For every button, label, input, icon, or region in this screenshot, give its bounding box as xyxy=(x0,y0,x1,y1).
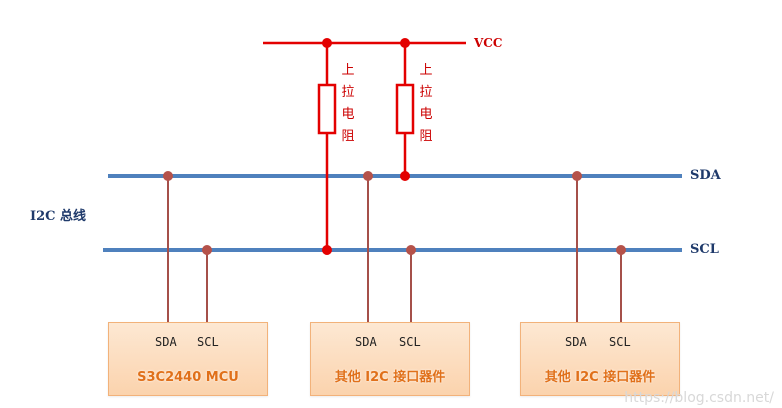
device-name: 其他 I2C 接口器件 xyxy=(544,370,656,385)
i2c-bus-label: I2C 总线 xyxy=(30,209,86,224)
caption-char: 上 xyxy=(341,63,355,78)
vcc-junction-dot xyxy=(322,38,332,48)
caption-char: 拉 xyxy=(341,85,355,100)
device-other-2: SDA SCL 其他 I2C 接口器件 xyxy=(520,322,680,396)
pin-sda-label: SDA xyxy=(155,335,177,349)
vcc-junction-dot xyxy=(400,38,410,48)
pin-sda-label: SDA xyxy=(355,335,377,349)
tap-dot xyxy=(572,171,582,181)
caption-char: 阻 xyxy=(419,129,433,144)
caption-char: 拉 xyxy=(419,85,433,100)
tap-dot xyxy=(406,245,416,255)
tap-dot xyxy=(363,171,373,181)
device-other-1: SDA SCL 其他 I2C 接口器件 xyxy=(310,322,470,396)
watermark: https://blog.csdn.net/ xyxy=(624,390,774,406)
pullup-2-resistor xyxy=(395,83,415,135)
pullup-junction-dot xyxy=(400,171,410,181)
pin-scl-label: SCL xyxy=(399,335,421,349)
tap-dot xyxy=(616,245,626,255)
caption-char: 上 xyxy=(419,63,433,78)
pin-sda-label: SDA xyxy=(565,335,587,349)
pin-scl-label: SCL xyxy=(197,335,219,349)
sda-label: SDA xyxy=(690,168,721,183)
vcc-label: VCC xyxy=(474,36,503,50)
scl-label: SCL xyxy=(690,242,719,257)
device-mcu: SDA SCL S3C2440 MCU xyxy=(108,322,268,396)
pin-scl-label: SCL xyxy=(609,335,631,349)
pullup-junction-dot xyxy=(322,245,332,255)
tap-dot xyxy=(163,171,173,181)
caption-char: 电 xyxy=(419,107,433,122)
device-name: 其他 I2C 接口器件 xyxy=(334,370,446,385)
caption-char: 电 xyxy=(341,107,355,122)
caption-char: 阻 xyxy=(341,129,355,144)
pullup-1-resistor xyxy=(317,83,337,135)
device-name: S3C2440 MCU xyxy=(137,370,239,385)
tap-dot xyxy=(202,245,212,255)
pullup-2-caption: 上 拉 电 阻 xyxy=(418,60,434,148)
pullup-1-caption: 上 拉 电 阻 xyxy=(340,60,356,148)
